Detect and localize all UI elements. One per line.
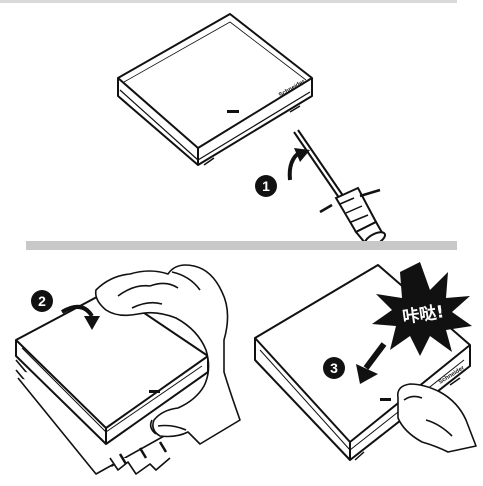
curved-arrow-icon <box>290 148 310 180</box>
section-divider <box>26 241 457 250</box>
top-divider <box>0 0 457 3</box>
step-2-badge: 2 <box>31 290 53 312</box>
step-1-badge: 1 <box>255 175 277 197</box>
step-1-number: 1 <box>262 178 270 194</box>
hand-icon <box>398 384 476 452</box>
step-2-number: 2 <box>38 293 46 309</box>
step-3-number: 3 <box>330 360 338 376</box>
screwdriver-icon <box>294 130 387 249</box>
step-2-panel: 2 <box>16 265 240 474</box>
step-3-badge: 3 <box>323 357 345 379</box>
step-3-panel: Schneider 3 咔哒! <box>255 262 476 460</box>
step-1-panel: Schneider 1 <box>118 14 387 249</box>
switch-cover-1 <box>118 14 312 165</box>
